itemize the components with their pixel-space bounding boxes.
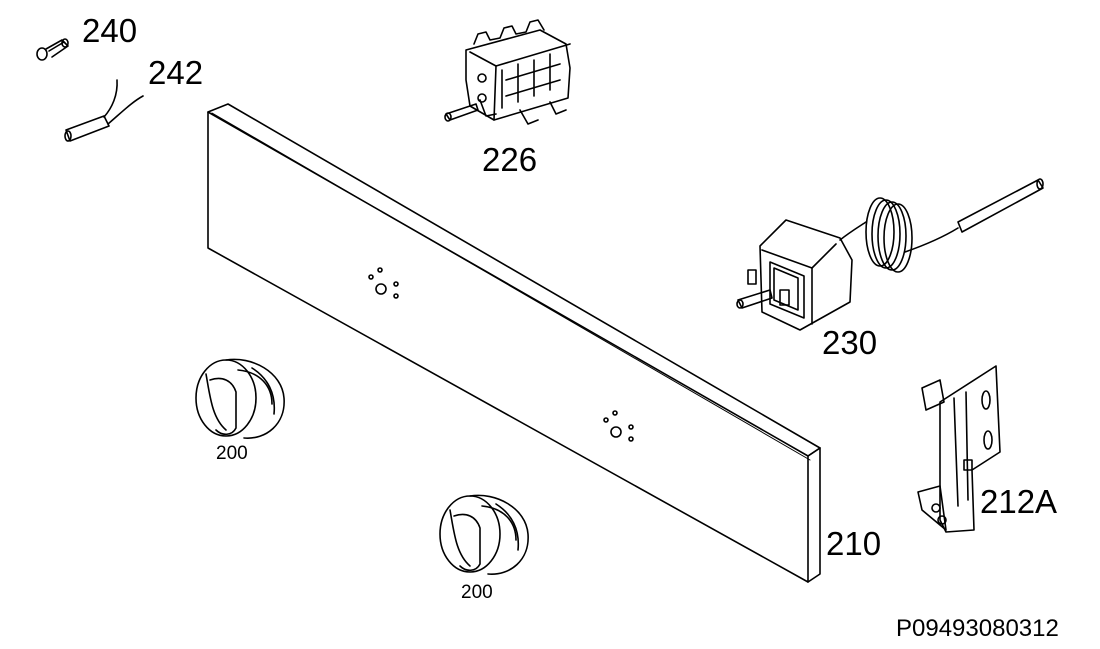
knob-icon [195,358,285,439]
thermostat-icon [736,178,1044,331]
screw-icon [36,38,69,61]
part-label-230: 230 [822,324,878,361]
control-panel-icon [207,103,821,583]
part-label-240: 240 [82,12,138,49]
selector-switch-icon [444,19,571,125]
part-label-226: 226 [482,141,538,178]
part-label-200-bottom: 200 [461,582,493,603]
diagram-reference-number: P09493080312 [896,615,1059,642]
part-label-210: 210 [826,525,882,562]
part-label-242: 242 [148,54,204,91]
bracket-icon [917,365,1001,533]
part-label-200-left: 200 [216,443,248,464]
part-label-212a: 212A [980,483,1058,520]
sensor-wire-icon [64,79,144,142]
knob-icon [439,494,529,575]
